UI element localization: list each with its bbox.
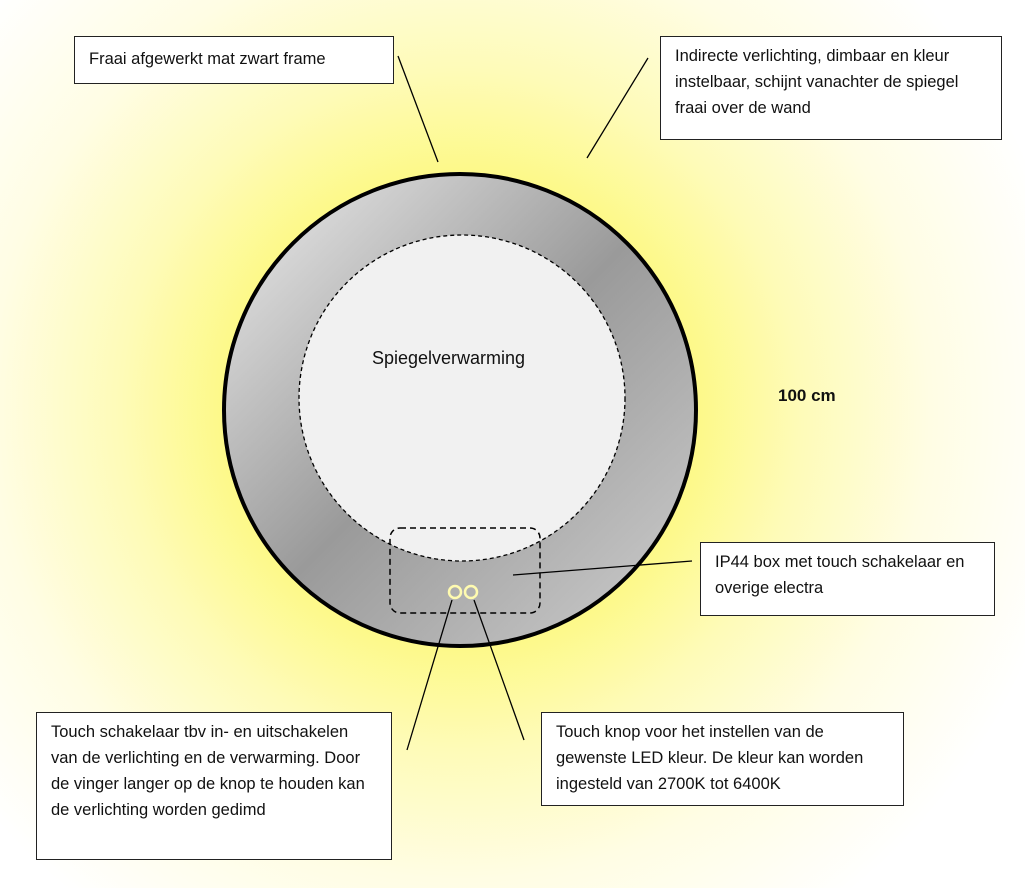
leader-lines [397, 55, 693, 751]
heating-label: Spiegelverwarming [372, 348, 526, 368]
ip44-callout: IP44 box met touch schakelaar en overige… [700, 542, 995, 616]
touch-switch-callout: Touch schakelaar tbv in- en uitschakelen… [36, 712, 392, 860]
touch-switch-button [447, 584, 463, 600]
touch-color-button [463, 584, 479, 600]
ip44-box [389, 527, 541, 614]
size-label: 100 cm [778, 386, 836, 405]
heating-zone [298, 234, 626, 562]
frame-callout: Fraai afgewerkt mat zwart frame [74, 36, 394, 84]
touch-color-callout: Touch knop voor het instellen van de gew… [541, 712, 904, 806]
lighting-callout: Indirecte verlichting, dimbaar en kleur … [660, 36, 1002, 140]
